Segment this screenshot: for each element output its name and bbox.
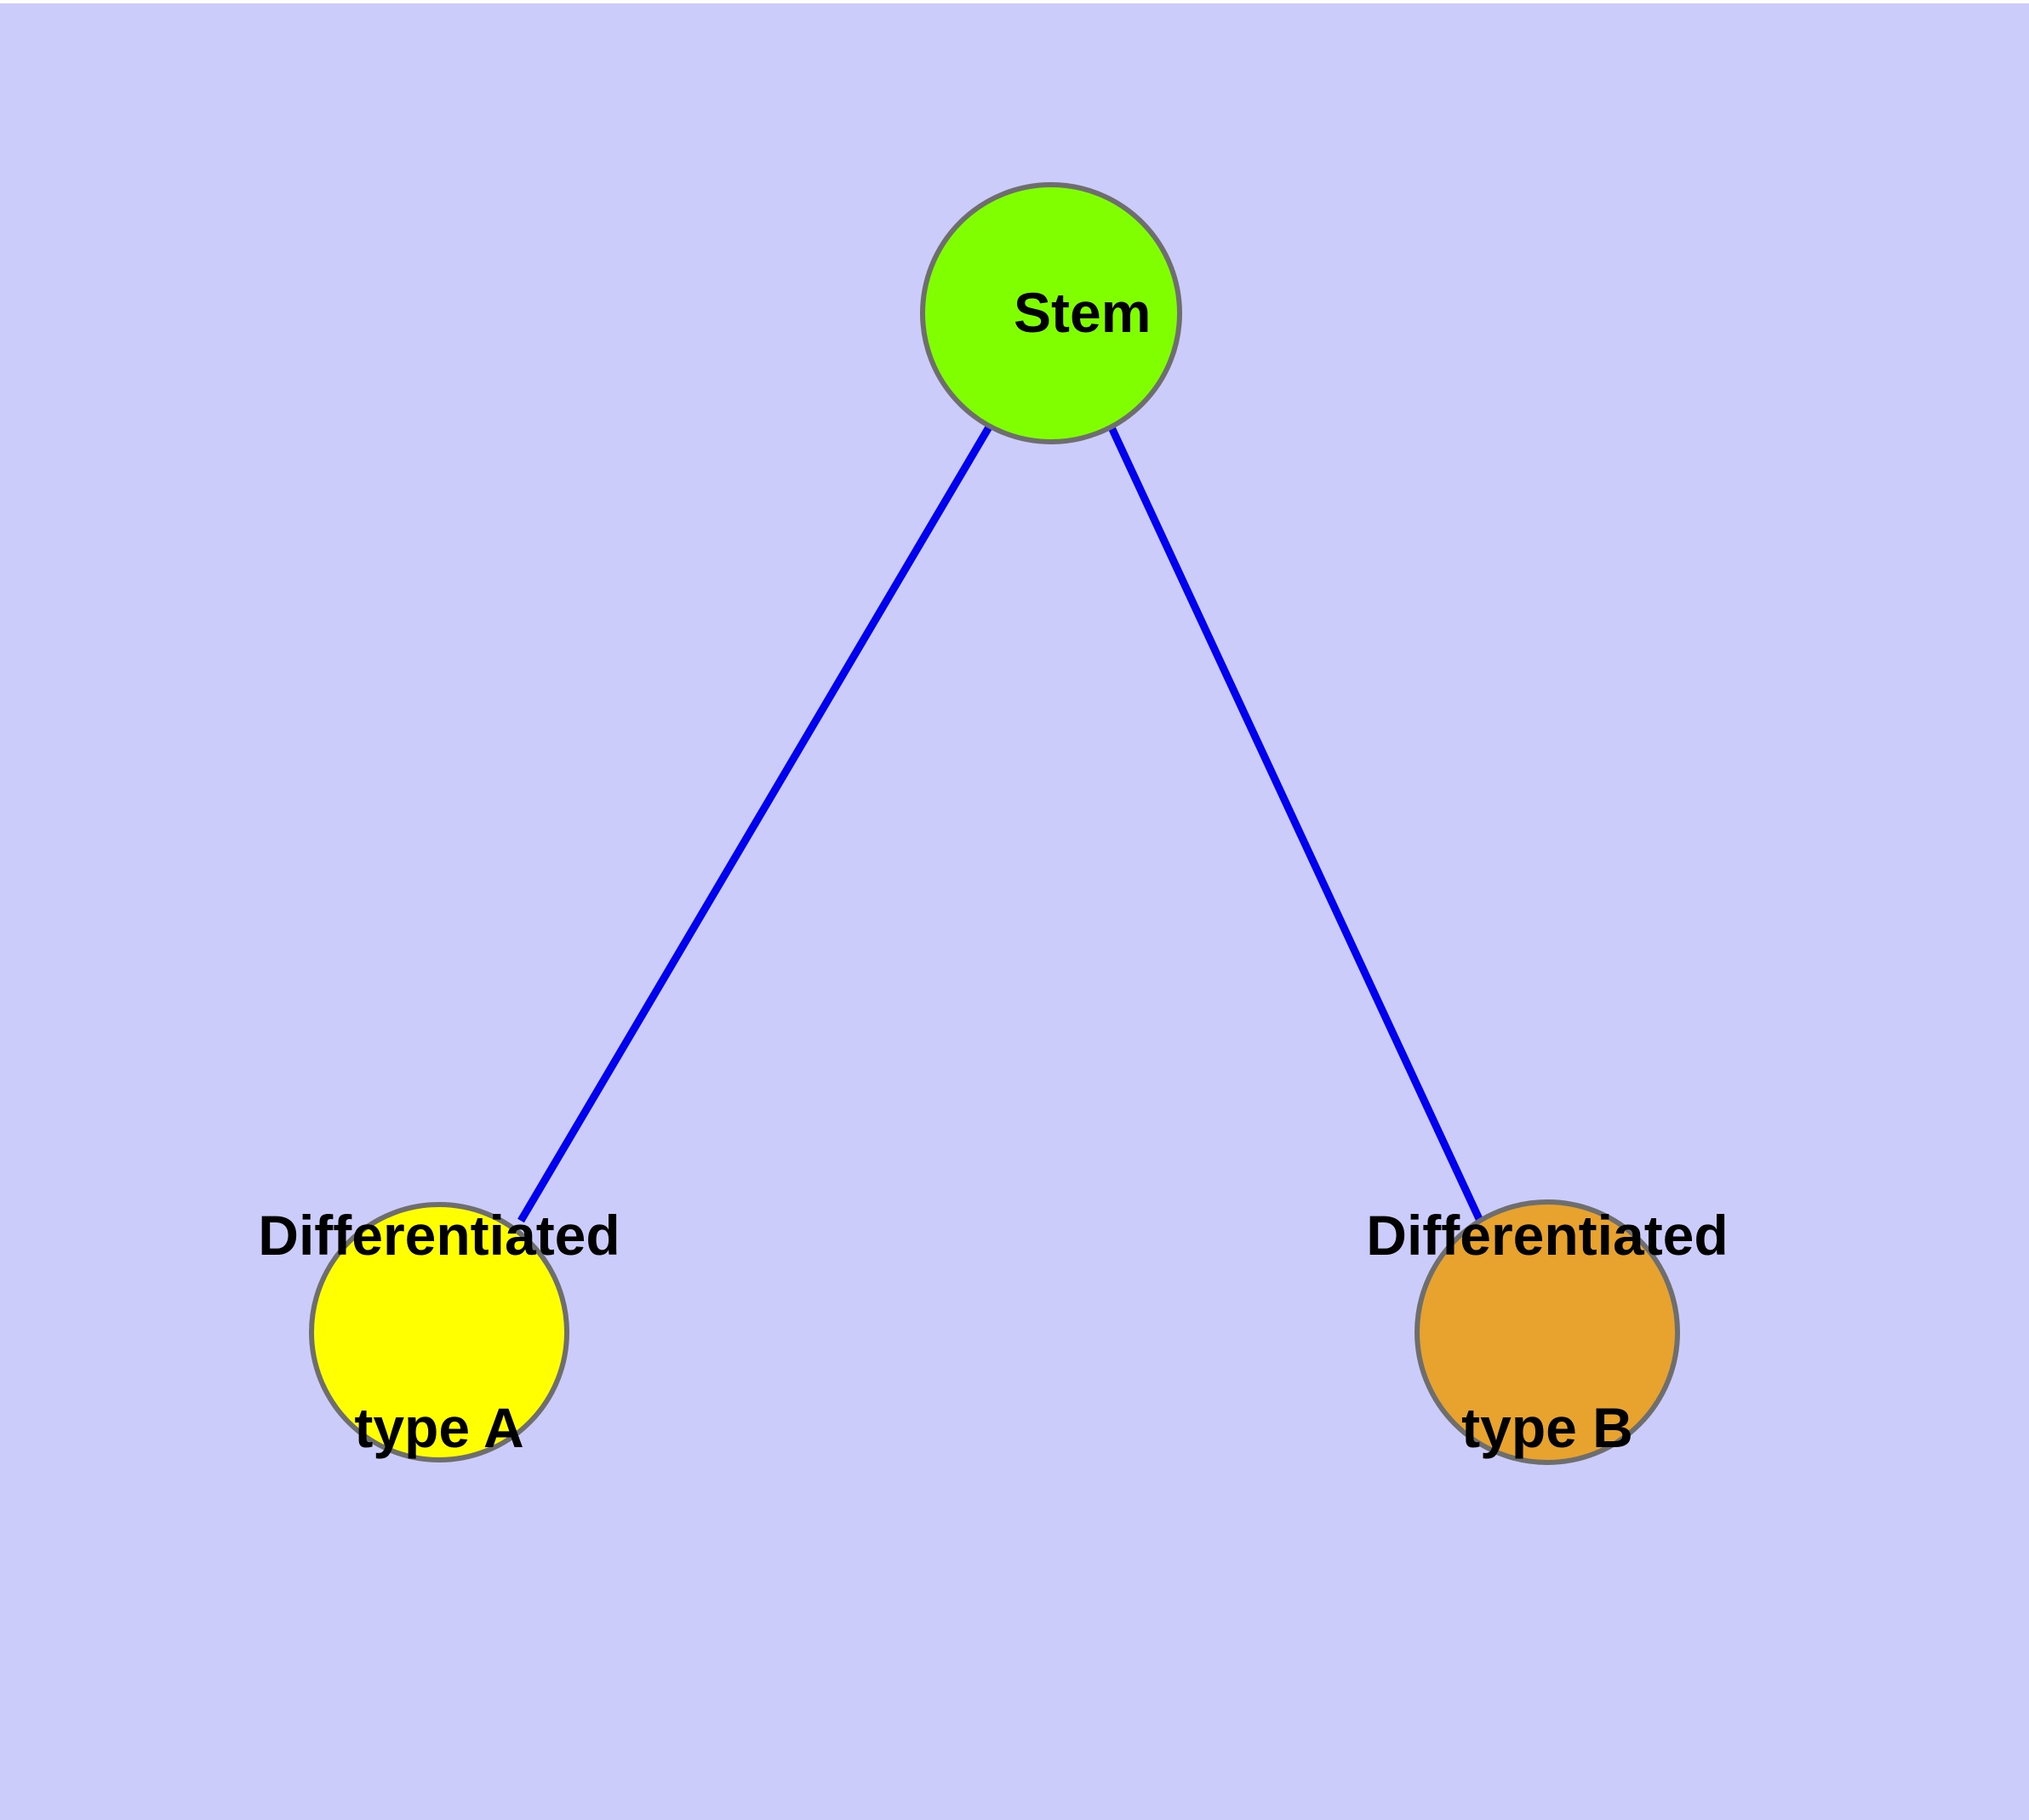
edge-stem-to-diff-a[interactable]: [517, 423, 993, 1223]
edge-stem-to-diff-b[interactable]: [1106, 424, 1483, 1221]
edge-layer: [517, 423, 1483, 1223]
node-differentiated-type-b[interactable]: [1415, 1199, 1680, 1465]
node-stem[interactable]: [920, 182, 1182, 444]
node-layer: [309, 182, 1680, 1465]
node-differentiated-type-a[interactable]: [309, 1202, 569, 1462]
